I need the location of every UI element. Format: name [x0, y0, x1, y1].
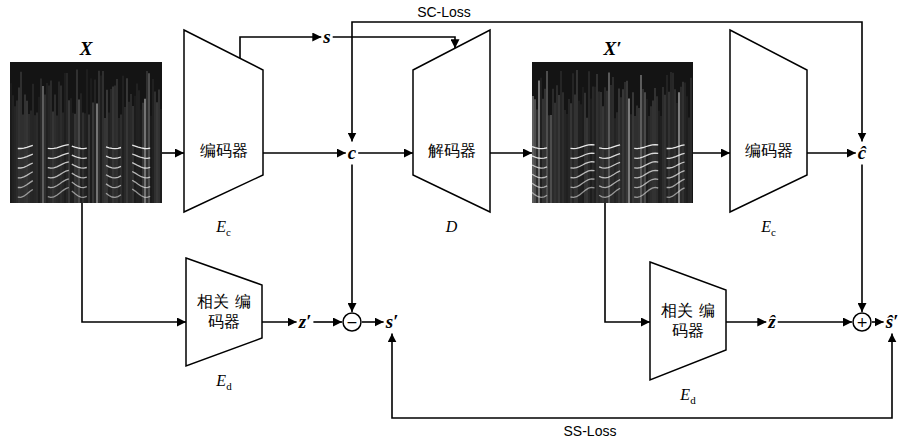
correlation-encoder-block: 相关 编码器Ed — [650, 262, 726, 380]
block-symbol: Ec — [184, 218, 263, 238]
connector — [693, 152, 730, 154]
block-label: 相关 编码器 — [195, 292, 253, 332]
block-symbol: Ed — [186, 372, 262, 392]
connector — [392, 333, 892, 418]
spectrogram-image — [532, 62, 693, 203]
variable-name: ẑ — [768, 312, 775, 333]
connector — [333, 37, 455, 48]
spectrogram-panel: X′ — [532, 62, 693, 203]
block-outline — [184, 30, 263, 212]
block-symbol: Ec — [730, 218, 807, 238]
block-label: 编码器 — [200, 141, 248, 161]
operator-sign: + — [856, 315, 868, 329]
block-outline — [413, 30, 490, 212]
connector — [605, 203, 650, 322]
connector — [872, 321, 884, 323]
operator-sign: − — [346, 315, 358, 329]
variable-name: ĉ — [858, 143, 866, 164]
connector — [240, 37, 321, 58]
encoder-block: 编码器Ec — [730, 30, 807, 212]
block-label: 解码器 — [428, 141, 476, 161]
block-symbol: D — [413, 218, 490, 236]
connector — [726, 321, 766, 323]
variable-symbol: z′ — [297, 311, 314, 334]
spectrogram-panel: X — [10, 62, 162, 203]
variable-symbol: s — [321, 26, 332, 49]
variable-name: c — [348, 143, 356, 164]
variable-symbol: c — [346, 142, 358, 165]
connector — [351, 164, 353, 312]
spectrogram-image — [10, 62, 162, 203]
block-outline — [730, 30, 807, 212]
loss-label: SS-Loss — [561, 423, 620, 439]
variable-name: ŝ′ — [886, 312, 899, 333]
variable-symbol: ẑ — [766, 311, 777, 334]
block-label: 相关 编码器 — [659, 301, 717, 341]
panel-heading: X′ — [532, 38, 693, 60]
variable-name: s′ — [386, 312, 399, 333]
connector — [263, 152, 346, 154]
connector — [313, 321, 342, 323]
variable-name: s — [323, 27, 330, 48]
variable-symbol: ĉ — [856, 142, 868, 165]
connector — [262, 321, 297, 323]
connector — [162, 152, 184, 154]
connector — [490, 152, 532, 154]
panel-heading: X — [10, 38, 162, 60]
block-label: 编码器 — [745, 141, 793, 161]
block-symbol: Ed — [650, 386, 726, 406]
connector — [362, 321, 384, 323]
loss-label: SC-Loss — [414, 4, 474, 20]
operator-circle: − — [342, 312, 362, 332]
decoder-block: 解码器D — [413, 30, 490, 212]
connector — [861, 164, 863, 312]
encoder-block: 编码器Ec — [184, 30, 263, 212]
correlation-encoder-block: 相关 编码器Ed — [186, 258, 262, 366]
connector — [82, 203, 186, 322]
variable-symbol: s′ — [384, 311, 401, 334]
operator-circle: + — [852, 312, 872, 332]
connector — [358, 152, 413, 154]
connector — [778, 321, 852, 323]
variable-symbol: ŝ′ — [884, 311, 901, 334]
variable-name: z′ — [299, 312, 312, 333]
connector — [807, 152, 856, 154]
